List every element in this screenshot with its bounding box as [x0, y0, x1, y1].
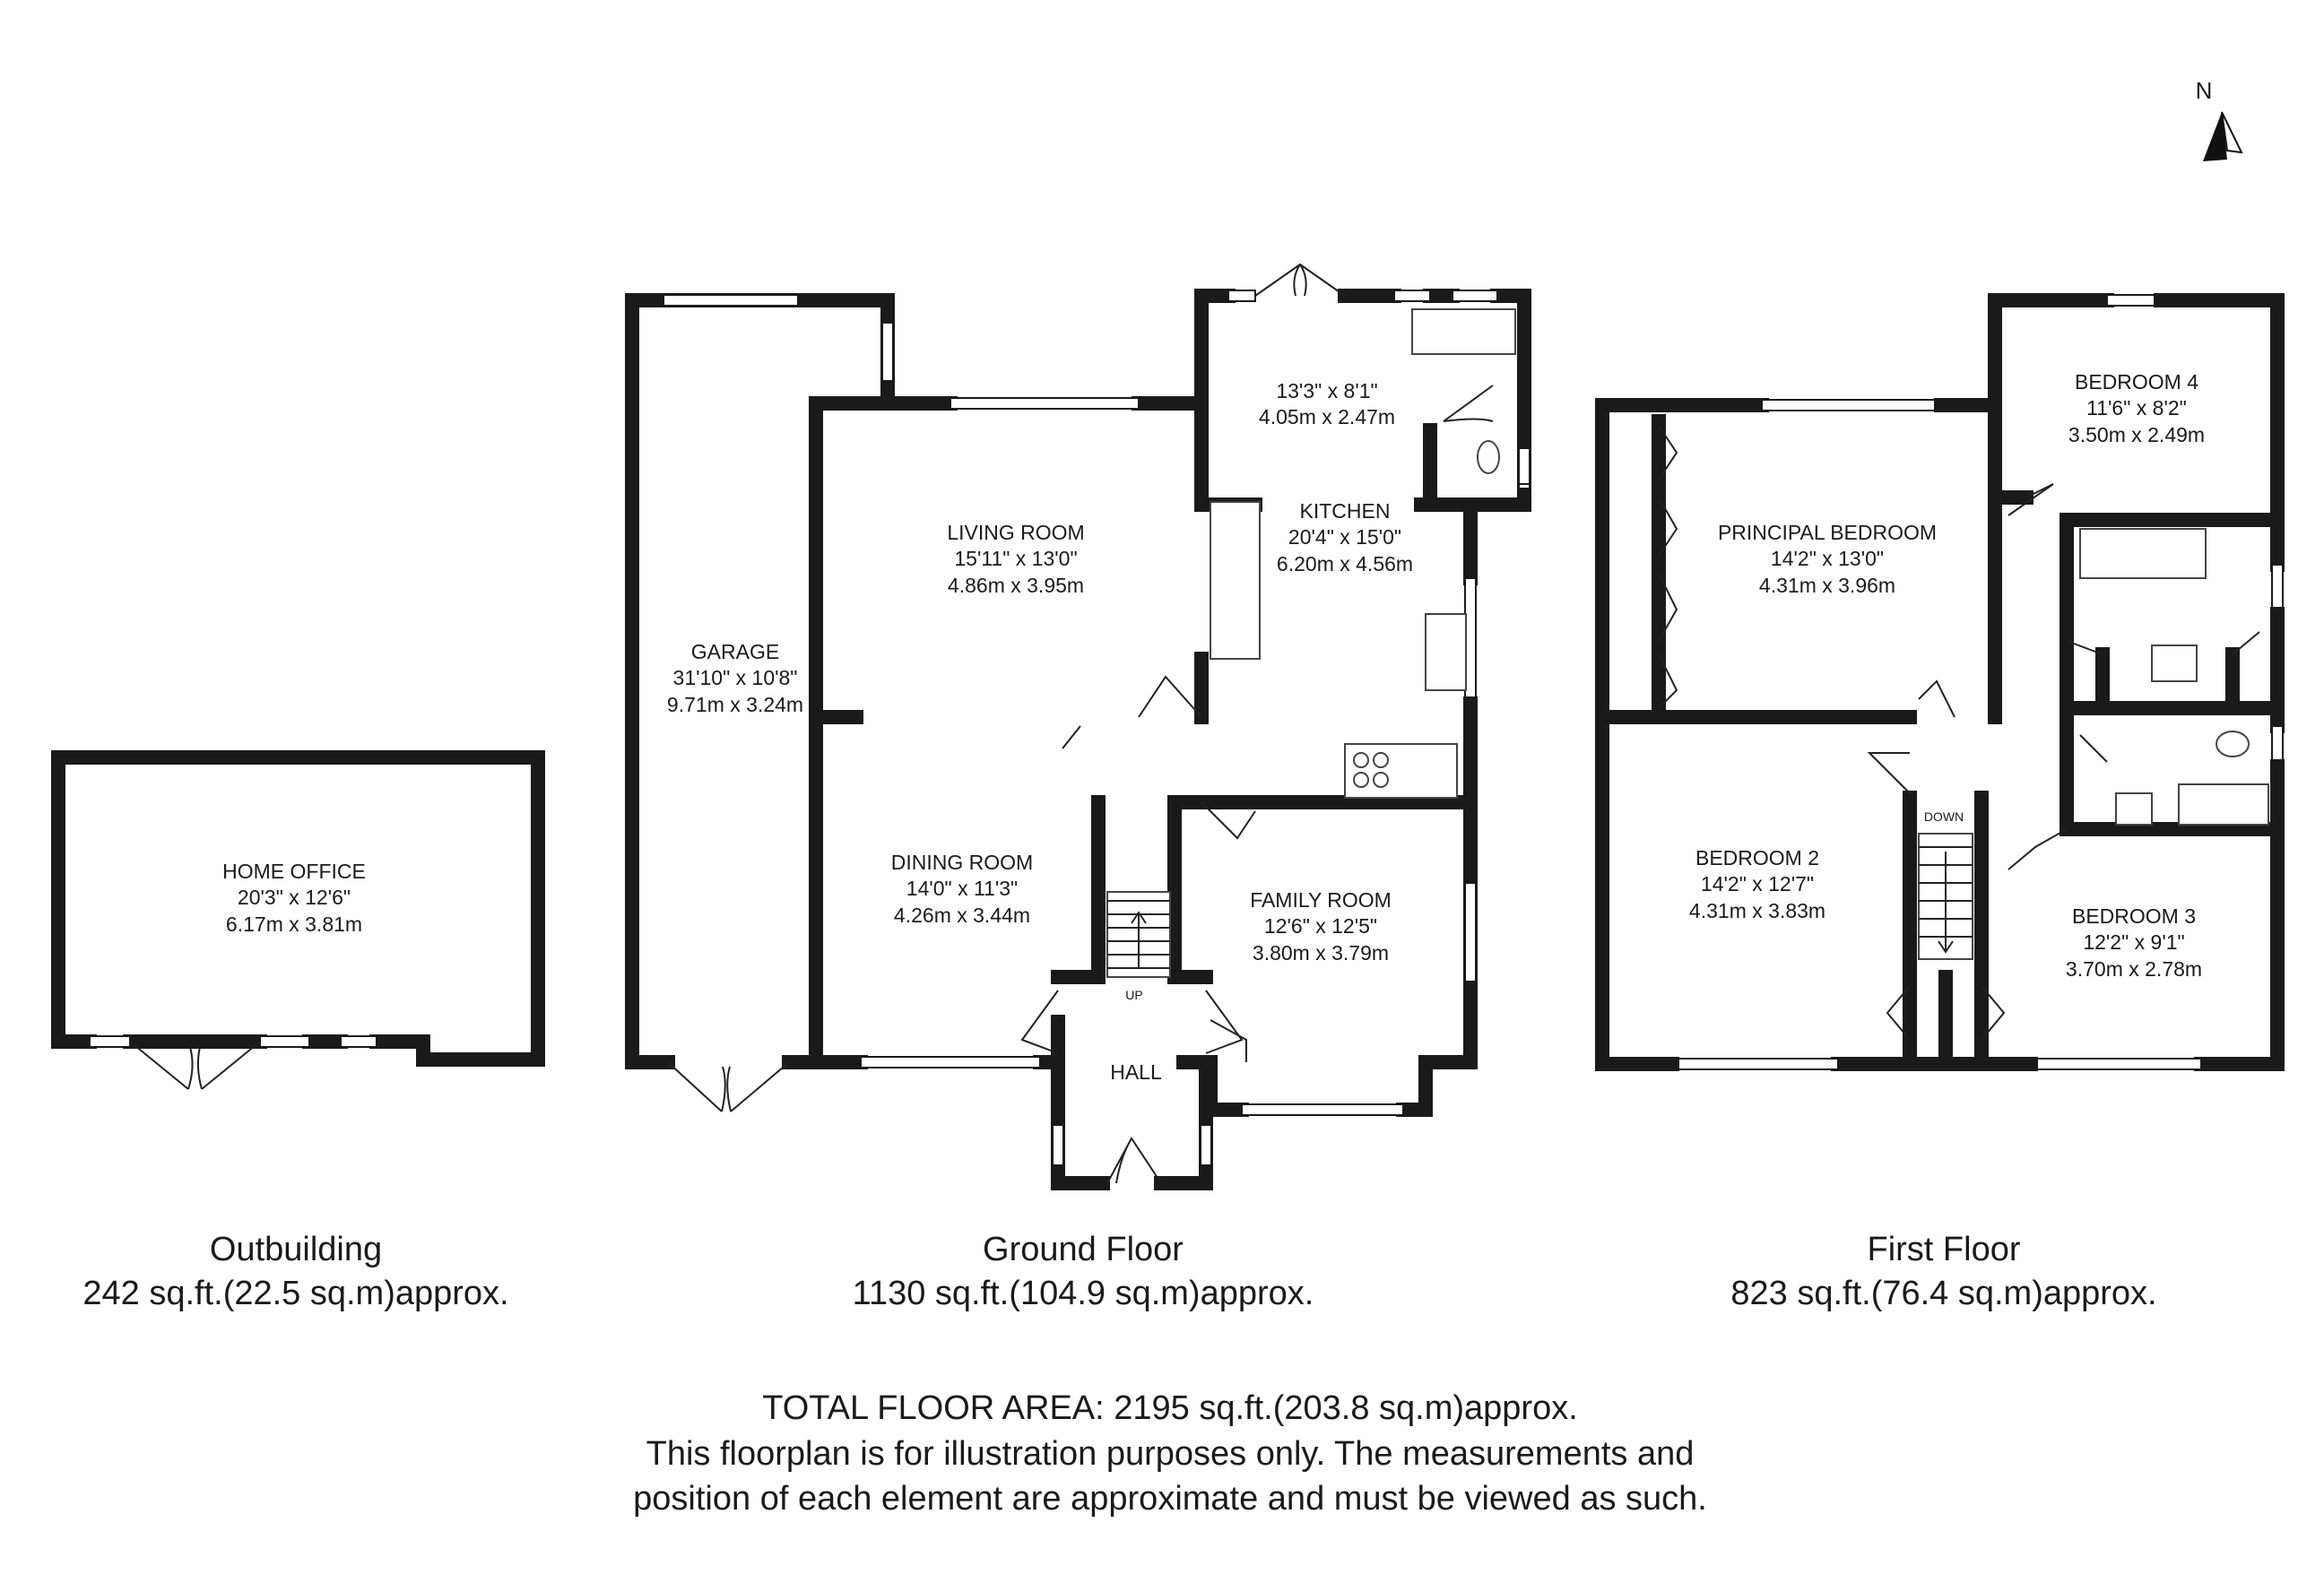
room-label-principal-bedroom: PRINCIPAL BEDROOM 14'2" x 13'0" 4.31m x …	[1718, 520, 1937, 599]
room-imperial: 12'6" x 12'5"	[1263, 914, 1378, 939]
total-floor-area: TOTAL FLOOR AREA: 2195 sq.ft.(203.8 sq.m…	[762, 1389, 1578, 1427]
room-metric: 4.05m x 2.47m	[1258, 405, 1396, 429]
room-name: PRINCIPAL BEDROOM	[1717, 521, 1938, 544]
room-name: KITCHEN	[1299, 499, 1391, 523]
room-name: BEDROOM 4	[2074, 370, 2199, 394]
room-label-dining-room: DINING ROOM 14'0" x 11'3" 4.26m x 3.44m	[891, 850, 1033, 929]
room-imperial: 14'0" x 11'3"	[906, 877, 1019, 901]
caption-area: 1130 sq.ft.(104.9 sq.m)approx.	[852, 1275, 1314, 1313]
first-floor-walls	[1595, 293, 2285, 1071]
room-imperial: 15'11" x 13'0"	[954, 547, 1078, 571]
room-imperial: 14'2" x 13'0"	[1770, 547, 1885, 571]
caption-first-floor: First Floor 823 sq.ft.(76.4 sq.m)approx.	[1730, 1228, 2156, 1317]
caption-ground-floor: Ground Floor 1130 sq.ft.(104.9 sq.m)appr…	[853, 1228, 1314, 1317]
stair-label-up: UP	[1125, 988, 1143, 1002]
outbuilding-walls	[51, 750, 545, 1090]
room-label-family-room: FAMILY ROOM 12'6" x 12'5" 3.80m x 3.79m	[1250, 887, 1392, 966]
room-label-garage: GARAGE 31'10" x 10'8" 9.71m x 3.24m	[667, 639, 803, 718]
caption-area: 823 sq.ft.(76.4 sq.m)approx.	[1730, 1275, 2157, 1313]
room-imperial: 11'6" x 8'2"	[2086, 396, 2187, 420]
room-label-utility: 13'3" x 8'1" 4.05m x 2.47m	[1259, 378, 1395, 431]
caption-title: Ground Floor	[983, 1231, 1184, 1268]
room-name: HALL	[1110, 1060, 1162, 1084]
caption-area: 242 sq.ft.(22.5 sq.m)approx.	[82, 1275, 509, 1313]
room-metric: 6.20m x 4.56m	[1276, 551, 1414, 575]
room-imperial: 13'3" x 8'1"	[1276, 379, 1378, 402]
footer-notes: TOTAL FLOOR AREA: 2195 sq.ft.(203.8 sq.m…	[542, 1386, 1798, 1522]
caption-title: First Floor	[1867, 1231, 2021, 1268]
room-metric: 4.31m x 3.96m	[1758, 573, 1896, 597]
room-metric: 6.17m x 3.81m	[225, 912, 363, 936]
room-label-bedroom-4: BEDROOM 4 11'6" x 8'2" 3.50m x 2.49m	[2068, 369, 2205, 448]
room-metric: 3.50m x 2.49m	[2068, 422, 2206, 446]
room-label-home-office: HOME OFFICE 20'3" x 12'6" 6.17m x 3.81m	[222, 859, 366, 938]
room-name: HOME OFFICE	[222, 860, 366, 883]
room-imperial: 14'2" x 12'7"	[1700, 872, 1815, 896]
room-name: LIVING ROOM	[947, 521, 1085, 544]
caption-title: Outbuilding	[209, 1231, 383, 1268]
ground-floor-walls	[625, 263, 1531, 1190]
room-imperial: 20'3" x 12'6"	[237, 886, 351, 910]
caption-outbuilding: Outbuilding 242 sq.ft.(22.5 sq.m)approx.	[82, 1228, 508, 1317]
room-metric: 9.71m x 3.24m	[666, 692, 804, 716]
room-label-kitchen: KITCHEN 20'4" x 15'0" 6.20m x 4.56m	[1277, 498, 1413, 577]
room-imperial: 31'10" x 10'8"	[672, 666, 798, 690]
room-name: BEDROOM 2	[1695, 846, 1820, 869]
compass-label: N	[2195, 77, 2213, 104]
stair-label-down: DOWN	[1923, 809, 1964, 824]
north-arrow-icon	[2203, 111, 2243, 161]
room-name: GARAGE	[690, 640, 780, 663]
room-metric: 4.86m x 3.95m	[947, 573, 1085, 597]
room-label-bedroom-2: BEDROOM 2 14'2" x 12'7" 4.31m x 3.83m	[1689, 845, 1825, 924]
disclaimer: This floorplan is for illustration purpo…	[633, 1434, 1707, 1518]
room-imperial: 12'2" x 9'1"	[2083, 930, 2185, 955]
room-name: FAMILY ROOM	[1250, 888, 1392, 912]
room-metric: 4.31m x 3.83m	[1688, 898, 1826, 922]
room-imperial: 20'4" x 15'0"	[1288, 525, 1402, 549]
room-metric: 3.70m x 2.78m	[2065, 956, 2203, 981]
room-label-living-room: LIVING ROOM 15'11" x 13'0" 4.86m x 3.95m	[947, 520, 1084, 599]
room-label-bedroom-3: BEDROOM 3 12'2" x 9'1" 3.70m x 2.78m	[2066, 904, 2202, 982]
room-metric: 3.80m x 3.79m	[1252, 940, 1390, 965]
room-metric: 4.26m x 3.44m	[893, 903, 1031, 927]
room-name: BEDROOM 3	[2071, 904, 2197, 928]
room-name: DINING ROOM	[890, 851, 1034, 874]
room-label-hall: HALL	[1110, 1060, 1162, 1086]
